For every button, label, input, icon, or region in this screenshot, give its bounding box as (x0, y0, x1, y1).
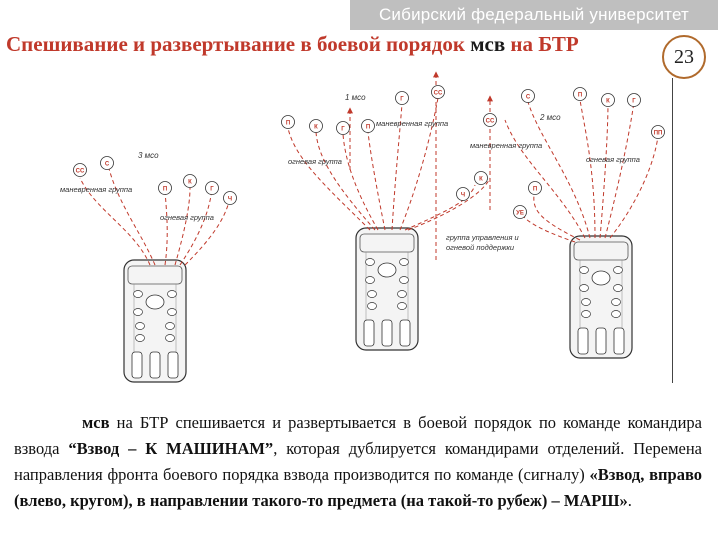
body-text-2: , которая дублируется командирами отделе… (14, 439, 702, 484)
svg-text:К: К (479, 177, 483, 183)
control-label-line-2: огневой поддержки (446, 243, 515, 252)
btr-vehicle-1 (355, 227, 419, 351)
svg-text:Ч: Ч (228, 197, 232, 203)
squad-3-icons: СС С П К Г Ч (73, 156, 237, 205)
fire-label-1: огневая группа (288, 157, 342, 166)
squad-1-icons: П К Г П Г СС СС Ч К (281, 85, 497, 201)
deployment-diagram: СС С П К Г Ч П К Г П Г СС СС Ч К С П К Г… (60, 71, 665, 383)
svg-text:СС: СС (486, 119, 495, 125)
svg-text:К: К (314, 125, 318, 131)
squad-2-paths (504, 99, 659, 243)
squad-1-paths (287, 97, 491, 231)
svg-text:С: С (526, 95, 531, 101)
fire-label-3: огневая группа (160, 213, 214, 222)
maneuver-label-2: маневренная группа (470, 141, 542, 150)
svg-text:П: П (286, 121, 290, 127)
page-number-badge: 23 (662, 35, 706, 79)
control-label-line-1: группа управления и (446, 233, 520, 242)
title-part-1: Спешивание и развертывание в боевой поря… (6, 32, 471, 56)
body-command-2: «Взвод, вправо (влево, кругом), в направ… (14, 465, 702, 510)
svg-text:Ч: Ч (461, 193, 465, 199)
body-text-1: на БТР спешивается и развертывается в бо… (14, 413, 702, 458)
svg-text:П: П (533, 187, 537, 193)
svg-text:К: К (188, 180, 192, 186)
body-paragraph: мсв на БТР спешивается и развертывается … (14, 410, 702, 514)
svg-text:Г: Г (400, 97, 404, 103)
fire-label-2: огневая группа (586, 155, 640, 164)
university-banner: Сибирский федеральный университет (350, 0, 718, 30)
svg-text:СС: СС (434, 91, 443, 97)
svg-text:П: П (163, 187, 167, 193)
svg-text:Г: Г (341, 127, 345, 133)
btr-vehicle-3 (123, 259, 187, 383)
title-part-3: на БТР (505, 32, 579, 56)
btr-vehicle-2 (569, 235, 633, 359)
svg-text:Г: Г (210, 187, 214, 193)
slide-title: Спешивание и развертывание в боевой поря… (6, 32, 579, 57)
squad-2-icons: С П К Г ПП П УЕ (513, 87, 665, 219)
body-text-3: . (627, 491, 632, 510)
svg-text:СС: СС (76, 169, 85, 175)
maneuver-label-3: маневренная группа (60, 185, 132, 194)
body-lead: мсв (82, 413, 110, 432)
body-command-1: “Взвод – К МАШИНАМ” (68, 439, 274, 458)
svg-text:С: С (105, 162, 110, 168)
squad-label-2: 2 мсо (539, 113, 561, 122)
squad-label-3: 3 мсо (138, 151, 159, 160)
svg-text:Г: Г (632, 99, 636, 105)
svg-text:УЕ: УЕ (516, 211, 524, 217)
svg-text:К: К (606, 99, 610, 105)
svg-text:П: П (578, 93, 582, 99)
divider-line (672, 78, 673, 383)
maneuver-label-1: маневренная группа (376, 119, 448, 128)
squad-label-1: 1 мсо (345, 93, 366, 102)
title-part-2: мсв (470, 32, 506, 56)
svg-text:ПП: ПП (654, 131, 663, 137)
svg-text:П: П (366, 125, 370, 131)
